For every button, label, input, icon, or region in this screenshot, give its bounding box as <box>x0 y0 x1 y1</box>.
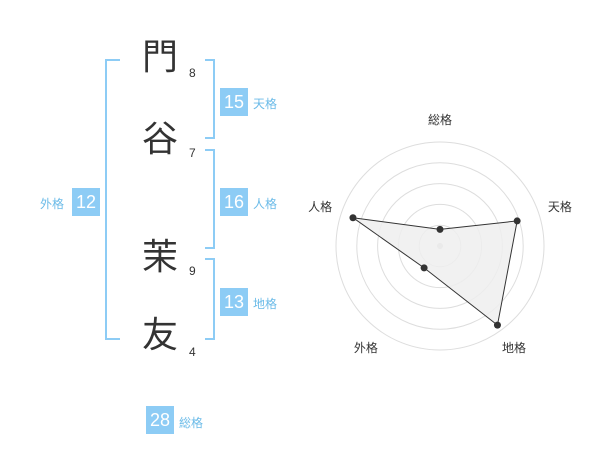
gaikaku-value: 12 <box>72 188 100 216</box>
radar-axis-label-2: 天格 <box>548 199 572 214</box>
jinkaku-label: 人格 <box>253 197 278 211</box>
tenkaku-bracket <box>205 59 215 139</box>
radar-point-3 <box>493 321 501 329</box>
chikaku-value: 13 <box>220 288 248 316</box>
radar-axis-label-5: 人格 <box>308 199 332 214</box>
chikaku-bracket <box>205 258 215 340</box>
tenkaku-label: 天格 <box>253 97 278 111</box>
name-char-1: 門 <box>142 37 179 78</box>
stroke-count-3: 9 <box>189 264 196 278</box>
chikaku-label: 地格 <box>253 297 278 311</box>
radar-axis-label-1: 総格 <box>428 112 452 127</box>
soukaku-value: 28 <box>146 406 174 434</box>
radar-axis-label-4: 外格 <box>354 340 378 355</box>
jinkaku-bracket <box>205 149 215 249</box>
stroke-count-1: 8 <box>189 66 196 80</box>
stroke-count-4: 4 <box>189 345 196 359</box>
radar-axis-label-3: 地格 <box>502 340 526 355</box>
radar-point-5 <box>349 214 357 222</box>
radar-ring-4 <box>356 162 524 330</box>
stroke-count-2: 7 <box>189 146 196 160</box>
name-char-3: 茉 <box>142 237 179 278</box>
radar-polygon <box>352 217 518 326</box>
name-char-2: 谷 <box>142 119 179 160</box>
gaikaku-bracket <box>105 59 120 340</box>
gaikaku-label: 外格 <box>40 197 65 211</box>
radar-point-2 <box>513 217 521 225</box>
radar-point-1 <box>436 225 444 233</box>
tenkaku-value: 15 <box>220 88 248 116</box>
name-char-4: 友 <box>142 315 179 356</box>
radar-ring-5 <box>335 141 545 351</box>
radar-point-4 <box>420 264 428 272</box>
jinkaku-value: 16 <box>220 188 248 216</box>
soukaku-label: 総格 <box>179 416 204 430</box>
